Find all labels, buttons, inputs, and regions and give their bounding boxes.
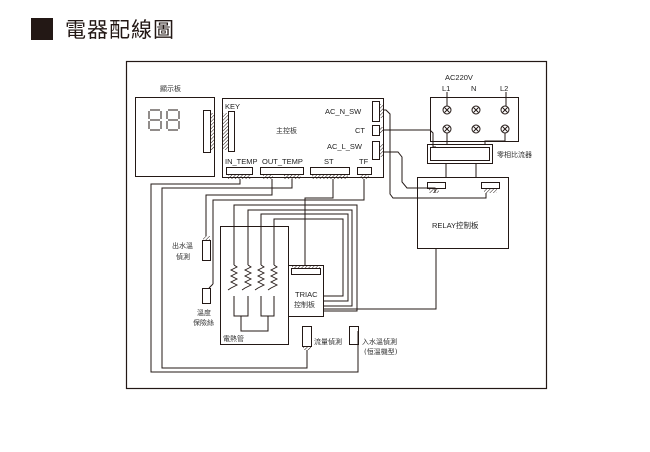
terminal-n-label: N [471,84,476,93]
port-ac-n-sw-label: AC_N_SW [325,107,362,116]
page-title: 電器配線圖 [65,18,175,42]
power-wires [323,109,487,310]
leakage-breaker-label: 零相比流器 [497,150,532,159]
port-in-temp-label: IN_TEMP [225,157,258,166]
key-connector-icon [223,113,228,150]
leakage-current-breaker: 零相比流器 [427,144,532,177]
terminal-l2-label: L2 [500,84,508,93]
display-board-label: 顯示板 [160,84,181,93]
st-wire [304,179,334,265]
heater-coil-icons [227,264,279,291]
flow-sensor: 流量偵測 [302,326,342,350]
outlet-temp-sensor: 出水溫 偵測 [172,179,273,261]
outlet-temp-label-line2: 偵測 [176,252,190,261]
relay-board-label: RELAY控制板 [432,220,479,230]
triac-label-line1: TRIAC [295,290,318,299]
display-board: 顯示板 [135,84,215,177]
ac-power-terminal-block: AC220V L1 N L2 [430,73,519,144]
inlet-temp-sensor: 入水溫偵測 (恒溫機型) [349,326,398,356]
port-ct-label: CT [355,126,365,135]
thermal-fuse: 溫度 保險絲 [193,283,214,327]
title-bullet-icon [31,18,53,40]
triac-control-board: TRIAC 控制板 [288,265,324,317]
inlet-temp-label-line1: 入水溫偵測 [362,337,397,346]
terminal-screw-icons [442,105,510,134]
diagram-frame [125,60,548,390]
page-header: 電器配線圖 [31,14,175,44]
thermal-fuse-label-line2: 保險絲 [193,318,214,327]
heater-label: 電熱管 [223,334,244,343]
port-out-temp-label: OUT_TEMP [262,157,303,166]
relay-control-board: RELAY控制板 [417,177,509,249]
port-key-label: KEY [225,102,240,111]
ac-voltage-label: AC220V [445,73,473,82]
main-control-board: 主控板 KEY AC_N_SW CT AC_L_SW IN_TEMP OUT_T… [222,98,384,179]
flow-sensor-label: 流量偵測 [314,337,342,346]
heater-elements: 電熱管 [220,204,358,345]
port-tf-label: TF [359,157,369,166]
seven-segment-display-icon [148,109,180,131]
terminal-l1-label: L1 [442,84,450,93]
display-connector-icon [210,113,214,150]
main-board-label: 主控板 [276,126,297,135]
thermal-fuse-label-line1: 溫度 [197,308,211,317]
triac-label-line2: 控制板 [294,300,315,309]
port-ac-l-sw-label: AC_L_SW [327,142,363,151]
out-temp-wire-2 [161,179,308,369]
outlet-temp-label-line1: 出水溫 [172,241,193,250]
tf-wire [212,179,365,284]
port-st-label: ST [324,157,334,166]
inlet-temp-label-line2: (恒溫機型) [364,347,398,356]
in-temp-wire [150,179,359,373]
